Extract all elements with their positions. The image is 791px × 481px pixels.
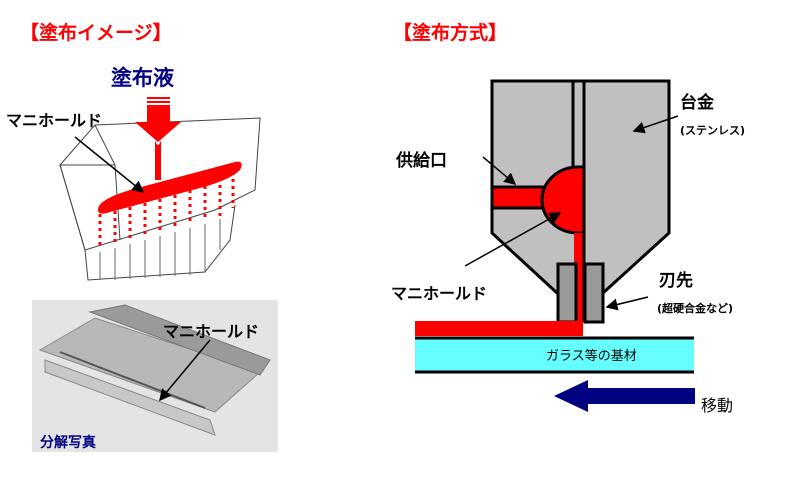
liquid-arrow <box>135 97 181 180</box>
die-sketch <box>59 117 261 281</box>
manifold-pointer <box>74 136 145 193</box>
photo-caption: 分解写真 <box>40 435 96 451</box>
base-metal-label: 台金 <box>680 93 714 113</box>
right-manifold-label: マニホールド <box>391 284 488 303</box>
manifold-label: マニホールド <box>6 111 103 130</box>
manifold-shape <box>97 161 242 214</box>
slit-channel <box>574 233 583 323</box>
slot <box>571 79 586 173</box>
move-label: 移動 <box>701 396 734 415</box>
base-metal-note: (ステンレス) <box>680 124 746 137</box>
substrate-label: ガラス等の基材 <box>546 349 637 364</box>
pointers <box>464 115 679 311</box>
blade-left <box>556 262 578 324</box>
blade-note: (超硬合金など) <box>657 302 734 315</box>
supply-port-label: 供給口 <box>396 151 447 171</box>
flow-dots <box>98 172 235 248</box>
photo-manifold-label: マニホールド <box>163 322 260 341</box>
substrate <box>415 337 694 372</box>
blade-right <box>583 262 605 324</box>
coated-film <box>415 321 583 336</box>
blade-label: 刃先 <box>659 271 693 291</box>
liquid-label: 塗布液 <box>111 66 174 90</box>
right-title: 【塗布方式】 <box>393 22 508 44</box>
photo-manifold-pointer <box>159 339 211 402</box>
disassembled-photo <box>32 300 278 452</box>
left-title: 【塗布イメージ】 <box>20 22 172 44</box>
supply-port <box>490 185 546 210</box>
move-arrow <box>554 380 695 412</box>
